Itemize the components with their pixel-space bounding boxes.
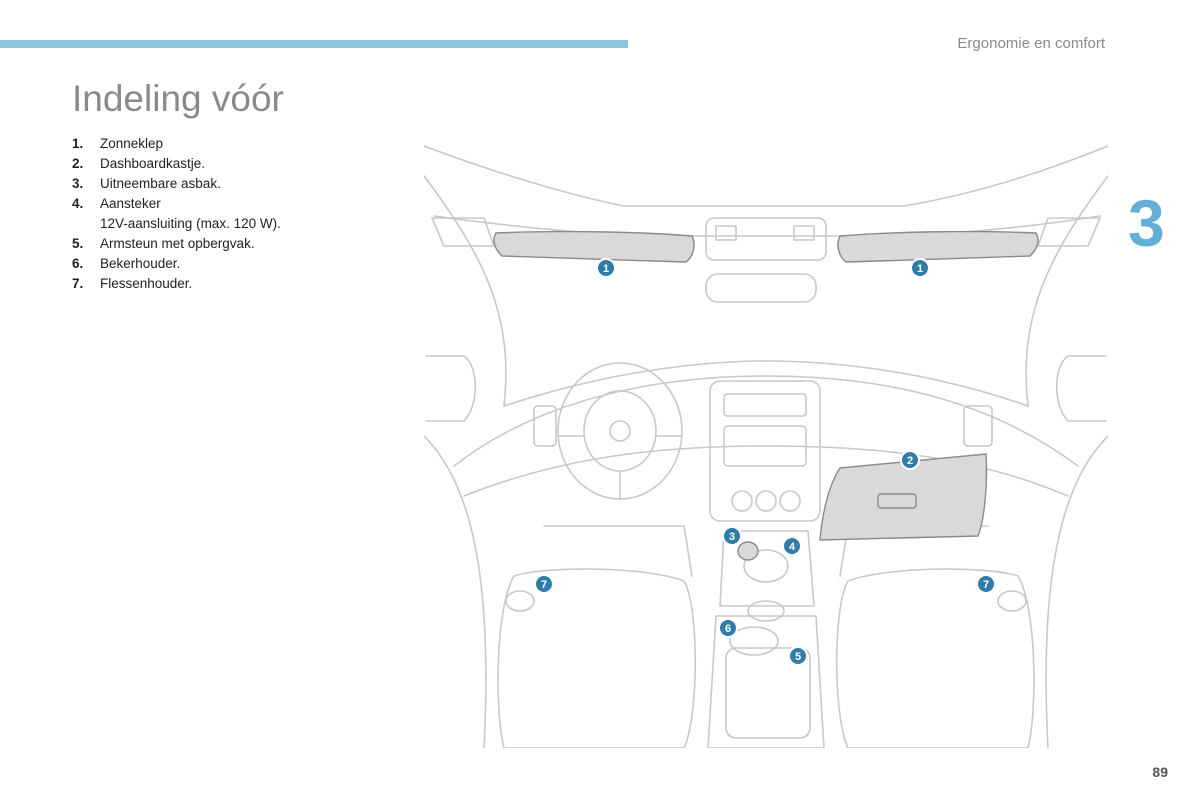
door-left — [424, 435, 487, 748]
legend-number: 4. — [72, 196, 84, 211]
callout-7-left: 7 — [534, 574, 554, 594]
driver-seat — [497, 568, 697, 748]
callout-label: 5 — [795, 651, 801, 663]
callout-label: 3 — [729, 531, 735, 543]
legend-item: 3. Uitneembare asbak. — [72, 174, 281, 194]
legend-number: 7. — [72, 276, 84, 291]
legend-item: 2. Dashboardkastje. — [72, 154, 281, 174]
legend-number: 6. — [72, 256, 84, 271]
armrest — [725, 647, 811, 739]
callout-5: 5 — [788, 646, 808, 666]
rear-view-mirror — [705, 273, 817, 303]
callout-3: 3 — [722, 526, 742, 546]
section-title: Ergonomie en comfort — [957, 35, 1105, 52]
windshield-frame — [433, 215, 1101, 237]
passenger-seat — [835, 568, 1035, 748]
legend-item: 7. Flessenhouder. — [72, 274, 281, 294]
door-mirror-right — [1056, 355, 1107, 422]
windshield-bottom — [503, 360, 1029, 407]
callout-1-left: 1 — [596, 258, 616, 278]
legend-text: Armsteun met opbergvak. — [100, 236, 255, 251]
callout-label: 7 — [541, 579, 547, 591]
legend-text: Bekerhouder. — [100, 256, 181, 271]
legend-text: Dashboardkastje. — [100, 156, 206, 171]
legend-text: Flessenhouder. — [100, 276, 193, 291]
legend-item: 6. Bekerhouder. — [72, 254, 281, 274]
callout-4: 4 — [782, 536, 802, 556]
chapter-number: 3 — [1128, 186, 1165, 260]
callout-2: 2 — [900, 450, 920, 470]
callout-label: 4 — [789, 541, 796, 553]
sun-visor-left — [493, 230, 695, 263]
legend-text: Uitneembare asbak. — [100, 176, 221, 191]
callout-1-right: 1 — [910, 258, 930, 278]
legend-list: 1. Zonneklep 2. Dashboardkastje. 3. Uitneem… — [72, 134, 281, 294]
legend-item: 1. Zonneklep — [72, 134, 281, 154]
page-number: 89 — [1152, 764, 1168, 780]
roof-outline — [424, 145, 1108, 207]
callout-6: 6 — [718, 618, 738, 638]
page-title: Indeling vóór — [72, 78, 284, 119]
legend-text: Aansteker — [100, 196, 161, 211]
legend-number: 3. — [72, 176, 84, 191]
callout-7-right: 7 — [976, 574, 996, 594]
car-interior-illustration: 1 1 2 3 4 7 7 6 5 — [424, 145, 1108, 748]
callout-group: 1 1 2 3 4 7 7 6 5 — [534, 258, 996, 666]
dashboard-outline — [453, 375, 1079, 467]
callout-label: 2 — [907, 455, 913, 467]
callout-label: 6 — [725, 623, 731, 635]
door-mirror-left — [425, 355, 476, 422]
interior-light — [705, 217, 827, 261]
legend-number: 5. — [72, 236, 84, 251]
radio-unit — [723, 425, 807, 467]
legend-number: 1. — [72, 136, 84, 151]
callout-label: 1 — [603, 263, 609, 275]
a-pillar-right — [1025, 175, 1108, 407]
header-accent-bar — [0, 40, 628, 48]
a-pillar-left — [424, 175, 507, 407]
legend-item: 4. Aansteker 12V-aansluiting (max. 120 W). — [72, 194, 281, 234]
door-right — [1045, 435, 1108, 748]
legend-text: Zonneklep — [100, 136, 164, 151]
center-console — [709, 380, 821, 522]
legend-subtext: 12V-aansluiting (max. 120 W). — [100, 216, 281, 231]
sun-visor-right — [837, 230, 1039, 263]
callout-label: 7 — [983, 579, 989, 591]
legend-number: 2. — [72, 156, 84, 171]
glovebox-handle — [877, 493, 917, 509]
callout-label: 1 — [917, 263, 923, 275]
legend-item: 5. Armsteun met opbergvak. — [72, 234, 281, 254]
ashtray — [737, 541, 759, 561]
